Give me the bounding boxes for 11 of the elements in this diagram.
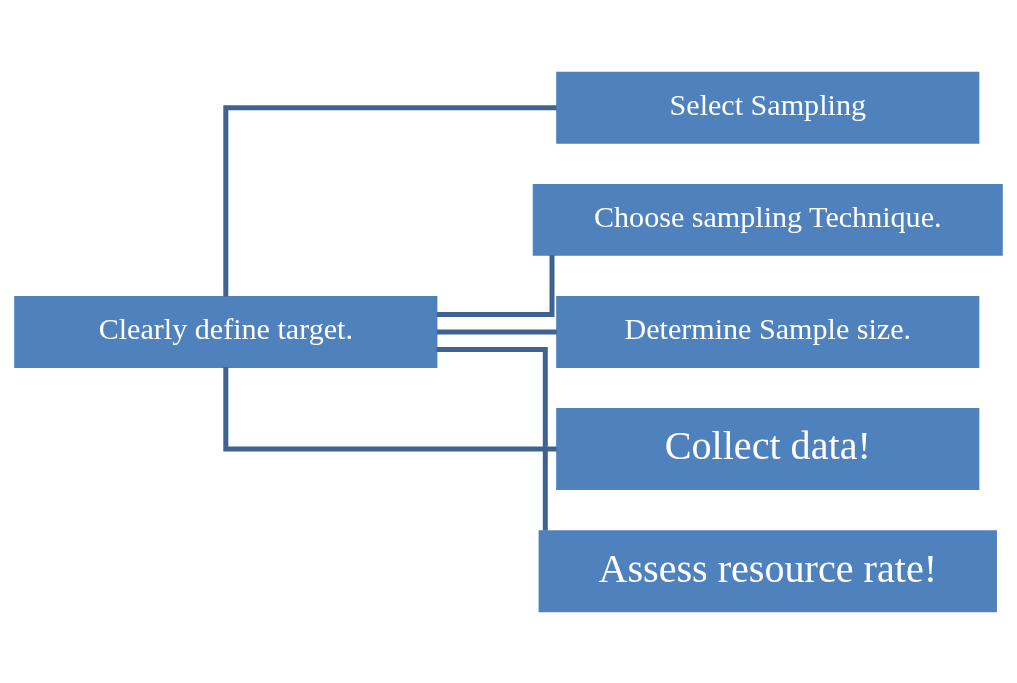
node-box: Clearly define target. bbox=[14, 295, 438, 368]
connector bbox=[437, 254, 555, 317]
connector bbox=[223, 366, 557, 452]
node-box: Collect data! bbox=[556, 407, 980, 490]
node-box: Choose sampling Technique. bbox=[532, 183, 1003, 256]
connector bbox=[223, 104, 557, 296]
node-box: Assess resource rate! bbox=[538, 529, 997, 612]
node-box: Select Sampling bbox=[556, 71, 980, 144]
node-box: Determine Sample size. bbox=[556, 295, 980, 368]
connector bbox=[436, 328, 557, 334]
connector bbox=[436, 346, 548, 530]
